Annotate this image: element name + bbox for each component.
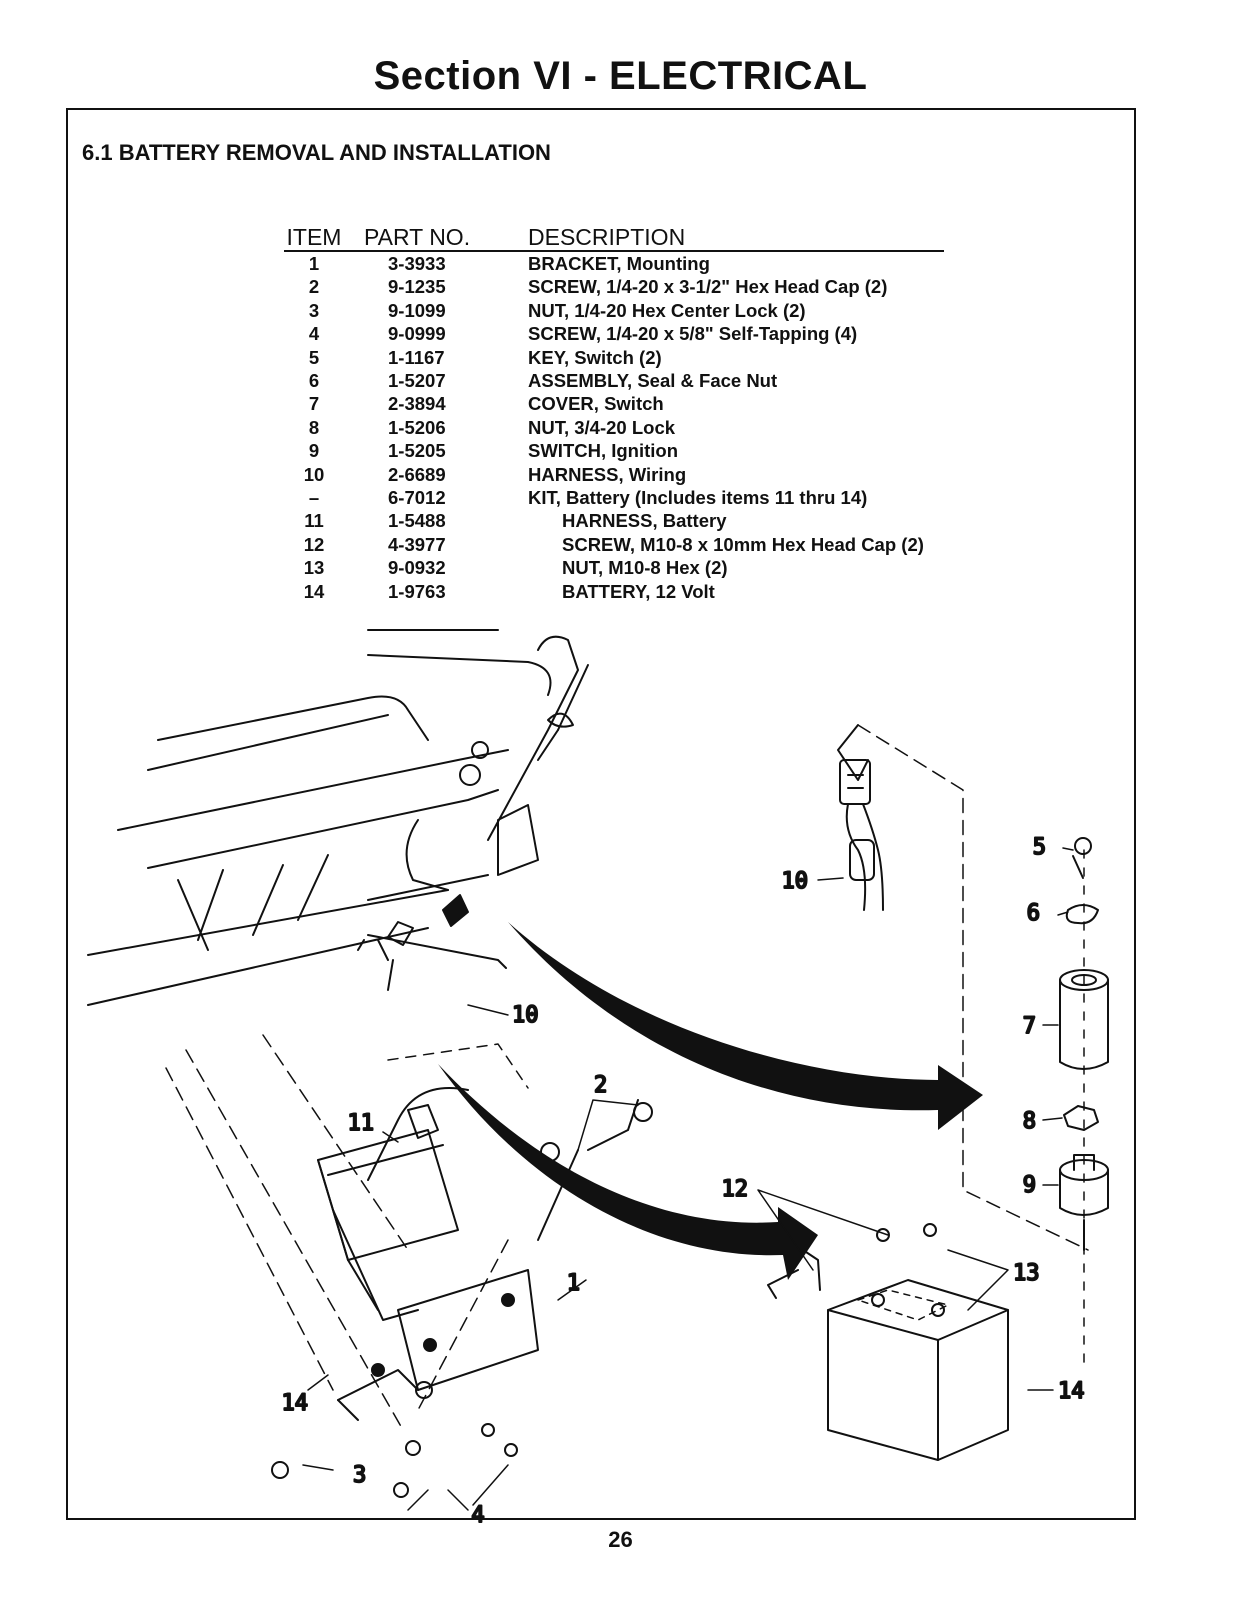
ignition-switch-exploded [837, 724, 1109, 1371]
part-description: SCREW, 1/4-20 x 3-1/2" Hex Head Cap (2) [528, 276, 888, 298]
table-row: 4 9-0999 SCREW, 1/4-20 x 5/8" Self-Tapping… [284, 322, 944, 345]
parts-table-header-row: ITEM PART NO. DESCRIPTION [284, 225, 944, 252]
part-number: 1-5207 [388, 370, 446, 392]
item-number: 13 [303, 557, 325, 579]
wiring-harness-connector [839, 759, 884, 911]
item-number: 9 [308, 440, 320, 462]
item-number: 11 [304, 510, 324, 532]
callout-12: 12 [722, 1177, 749, 1202]
callout-11: 11 [348, 1111, 375, 1136]
table-row: 1 3-3933 BRACKET, Mounting [284, 251, 944, 275]
header-part-no: PART NO. [344, 225, 528, 252]
part-description: SCREW, 1/4-20 x 5/8" Self-Tapping (4) [528, 323, 858, 345]
part-description: NUT, 1/4-20 Hex Center Lock (2) [528, 299, 806, 321]
item-number: 5 [308, 346, 320, 368]
table-row: 13 9-0932 NUT, M10-8 Hex (2) [284, 556, 944, 579]
subsection-heading: 6.1 BATTERY REMOVAL AND INSTALLATION [82, 140, 551, 165]
section-title: Section VI - ELECTRICAL [373, 54, 868, 98]
part-number: 2-3894 [388, 393, 446, 415]
callout-14: 14 [282, 1391, 309, 1416]
item-number: 8 [308, 416, 320, 438]
leader-lines [302, 847, 1074, 1511]
part-number: 6-7012 [388, 487, 446, 509]
item-number: 14 [303, 580, 325, 602]
part-description: ASSEMBLY, Seal & Face Nut [528, 370, 778, 392]
table-row: 6 1-5207 ASSEMBLY, Seal & Face Nut [284, 369, 944, 392]
table-row: 2 9-1235 SCREW, 1/4-20 x 3-1/2" Hex Head C… [284, 275, 944, 298]
callout-3: 3 [353, 1463, 366, 1488]
part-number: 9-1099 [388, 299, 446, 321]
part-description: HARNESS, Wiring [528, 463, 687, 485]
table-row: 11 1-5488 HARNESS, Battery [284, 509, 944, 532]
table-row: 8 1-5206 NUT, 3/4-20 Lock [284, 416, 944, 439]
arrow-to-battery-icon [438, 1064, 818, 1280]
item-number: 3 [308, 299, 320, 321]
table-row: 5 1-1167 KEY, Switch (2) [284, 346, 944, 369]
part-number: 4-3977 [388, 533, 446, 555]
part-description: HARNESS, Battery [562, 510, 727, 532]
item-number: 12 [303, 533, 325, 555]
callout-8: 8 [1023, 1109, 1036, 1134]
exploded-parts-diagram: 5 6 7 8 9 10 10 11 2 1 14 3 4 12 13 14 [87, 629, 1109, 1529]
part-number: 3-3933 [388, 253, 446, 274]
part-number: 1-5205 [388, 440, 446, 462]
callout-14-battery: 14 [1058, 1379, 1085, 1404]
callout-6: 6 [1027, 901, 1040, 926]
content-frame: 6.1 BATTERY REMOVAL AND INSTALLATION ITE… [66, 108, 1136, 1529]
part-description: NUT, M10-8 Hex (2) [562, 557, 728, 579]
item-number: – [308, 487, 320, 509]
header-description: DESCRIPTION [528, 225, 944, 252]
callout-13: 13 [1013, 1261, 1040, 1286]
part-number: 1-5206 [388, 416, 446, 438]
callout-10-frame: 10 [512, 1003, 539, 1028]
callout-1: 1 [567, 1271, 580, 1296]
table-row: 7 2-3894 COVER, Switch [284, 392, 944, 415]
callout-4: 4 [471, 1503, 484, 1528]
part-description: COVER, Switch [528, 393, 664, 415]
item-number: 4 [308, 323, 320, 345]
arrow-to-switch-icon [508, 922, 983, 1130]
part-number: 2-6689 [388, 463, 446, 485]
page-number: 26 [608, 1527, 633, 1552]
table-row: 9 1-5205 SWITCH, Ignition [284, 439, 944, 462]
part-number: 9-1235 [388, 276, 446, 298]
item-number: 2 [308, 276, 320, 298]
callout-2: 2 [594, 1073, 607, 1098]
part-description: SWITCH, Ignition [528, 440, 679, 462]
part-description: KIT, Battery (Includes items 11 thru 14) [528, 487, 868, 509]
table-row: 14 1-9763 BATTERY, 12 Volt [284, 580, 944, 603]
item-number: 7 [308, 393, 320, 415]
item-number: 6 [308, 370, 320, 392]
part-number: 1-9763 [388, 580, 446, 602]
part-number: 1-1167 [388, 346, 445, 368]
item-number: 10 [303, 463, 325, 485]
table-row: 3 9-1099 NUT, 1/4-20 Hex Center Lock (2) [284, 299, 944, 322]
part-description: BATTERY, 12 Volt [562, 580, 715, 602]
part-number: 9-0999 [388, 323, 446, 345]
callout-10: 10 [782, 869, 809, 894]
callout-7: 7 [1023, 1014, 1036, 1039]
battery-14-illustration [767, 1223, 1009, 1461]
parts-list-table: ITEM PART NO. DESCRIPTION 1 3-3933 BRACKET… [284, 225, 944, 603]
part-number: 9-0932 [388, 557, 446, 579]
part-number: 1-5488 [388, 510, 446, 532]
direction-arrows [438, 922, 983, 1280]
part-description: NUT, 3/4-20 Lock [528, 416, 676, 438]
table-row: 10 2-6689 HARNESS, Wiring [284, 463, 944, 486]
table-row: – 6-7012 KIT, Battery (Includes items 11 t… [284, 486, 944, 509]
table-row: 12 4-3977 SCREW, M10-8 x 10mm Hex Head Cap… [284, 533, 944, 556]
callout-5: 5 [1033, 835, 1046, 860]
part-description: SCREW, M10-8 x 10mm Hex Head Cap (2) [562, 533, 924, 555]
item-number: 1 [308, 253, 320, 274]
mower-frame-illustration [87, 629, 589, 1006]
part-description: KEY, Switch (2) [528, 346, 662, 368]
header-item: ITEM [284, 225, 344, 252]
part-description: BRACKET, Mounting [528, 253, 710, 274]
battery-assembly-illustration [165, 1034, 653, 1498]
callout-9: 9 [1023, 1173, 1036, 1198]
